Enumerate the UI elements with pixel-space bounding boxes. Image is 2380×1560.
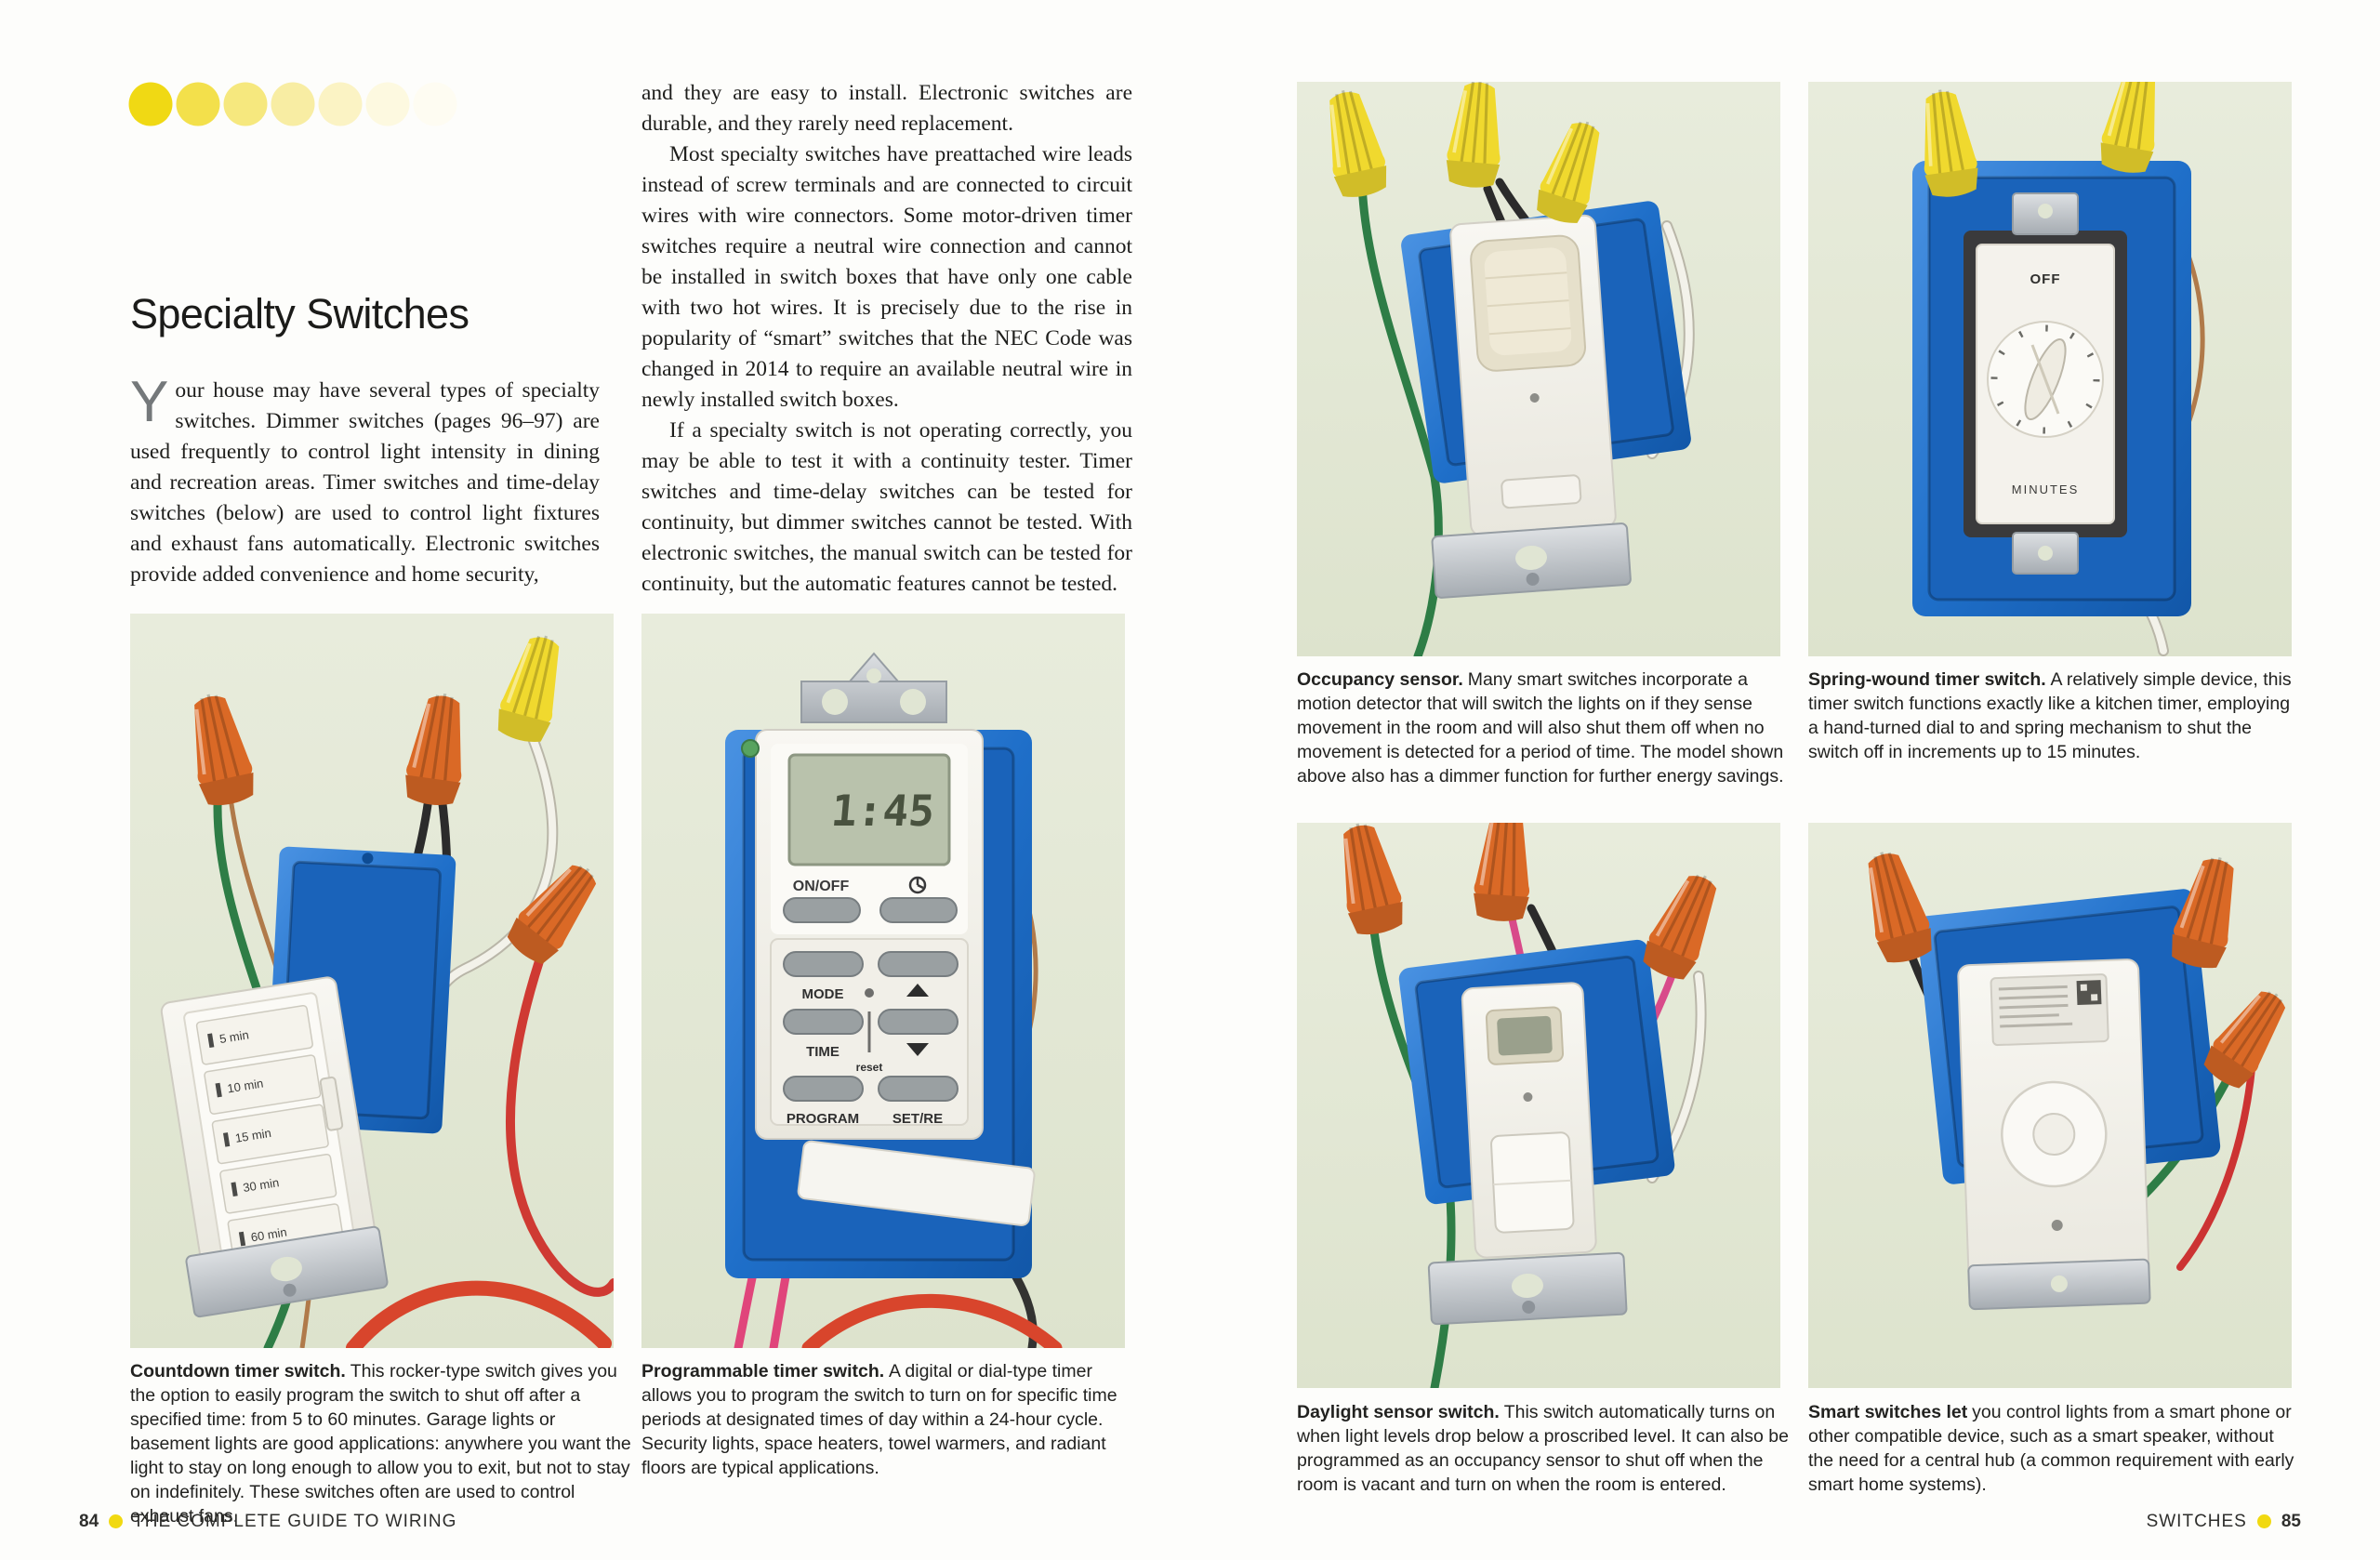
time-label: TIME [806,1044,840,1060]
caption-body: A relatively simple device, this timer s… [1808,669,2292,762]
dot-4 [271,82,315,126]
caption-spring: Spring-wound timer switch.A relatively s… [1808,668,2292,764]
mounting-bracket [1427,1251,1628,1326]
caption-lead: Programmable timer switch. [641,1361,885,1382]
green-ground-wire [1357,170,1443,656]
photo-programmable-timer-switch: 1:45 ON/OFF MODE TIME [641,614,1125,1348]
photo-occupancy-sensor [1297,82,1780,656]
off-label: OFF [2030,271,2061,287]
caption-body: A digital or dial-type timer allows you … [641,1361,1117,1478]
set-review-label: SET/RE [892,1111,943,1127]
red-cable [346,1280,612,1348]
red-wire [505,934,614,1297]
body-paragraph: Most specialty switches have preattached… [641,142,1132,412]
reset-label: reset [856,1061,883,1074]
minutes-label: MINUTES [2012,483,2080,496]
section-title: SWITCHES [2146,1512,2247,1531]
switch-button [1501,474,1582,509]
programmable-timer-device: 1:45 ON/OFF MODE TIME [741,729,1036,1226]
caption-lead: Occupancy sensor. [1297,669,1463,690]
lcd-display [787,753,951,866]
down-arrow-icon [906,1043,929,1056]
photo-smart-switch [1808,823,2292,1388]
up-arrow-icon [906,984,929,997]
flip-door [797,1140,1036,1226]
lcd-time: 1:45 [829,786,936,836]
page-title: Specialty Switches [130,290,469,338]
caption-body: This rocker-type switch gives you the op… [130,1361,631,1527]
occupancy-sensor-device [1449,214,1617,537]
led-indicator [2051,1219,2063,1231]
body-paragraph: and they are easy to install. Electronic… [641,81,1132,136]
caption-lead: Smart switches let [1808,1402,1968,1422]
smart-switch-device [1957,958,2151,1311]
page-number: 85 [2281,1512,2301,1531]
red-wire [2176,1056,2256,1271]
caption-body: This switch automatically turns on when … [1297,1402,1789,1495]
button-label: 5 min [218,1027,250,1046]
photo-spring-wound-timer: OFF MINUTES [1808,82,2292,656]
difficulty-dots [128,82,457,126]
page-number: 84 [79,1512,99,1531]
mounting-strap [800,652,947,723]
caption-lead: Countdown timer switch. [130,1361,346,1382]
red-cable [801,1293,1063,1348]
dot-6 [365,82,410,126]
book-title: THE COMPLETE GUIDE TO WIRING [133,1512,457,1531]
ground-screw [741,739,760,758]
photo-daylight-sensor [1297,823,1780,1388]
intro-text: our house may have several types of spec… [130,378,600,587]
right-footer: SWITCHES 85 [2147,1512,2301,1532]
dot-5 [318,82,363,126]
dial-button [2032,1113,2076,1157]
drop-cap: Y [130,370,169,434]
body-column: and they are easy to install. Electronic… [641,78,1132,600]
footer-dot-icon [109,1514,124,1528]
led-indicator [1523,1092,1533,1103]
button-label: 30 min [242,1175,280,1195]
led-indicator [1529,392,1540,403]
on-off-label: ON/OFF [793,879,850,894]
dot-1 [128,82,173,126]
caption-daylight: Daylight sensor switch.This switch autom… [1297,1400,1806,1497]
daylight-sensor-device [1461,982,1597,1259]
caption-body: you control lights from a smart phone or… [1808,1402,2294,1495]
photo-countdown-timer-switch: 5 min 10 min 15 min 30 min 60 min [130,614,614,1348]
body-paragraph: If a specialty switch is not operating c… [641,418,1132,596]
button-label: 60 min [250,1225,288,1245]
light-button [879,897,958,923]
caption-body: Many smart switches incorporate a motion… [1297,669,1784,787]
left-footer: 84 THE COMPLETE GUIDE TO WIRING [79,1512,456,1532]
button-label: 15 min [234,1126,272,1145]
spring-timer-device: OFF MINUTES [1964,192,2127,575]
qr-code-icon [2076,980,2102,1006]
timer-icon [908,876,927,894]
dot-2 [176,82,220,126]
on-off-button [783,897,861,923]
dot-7 [413,82,457,126]
caption-lead: Daylight sensor switch. [1297,1402,1500,1422]
caption-occupancy: Occupancy sensor.Many smart switches inc… [1297,668,1806,788]
caption-lead: Spring-wound timer switch. [1808,669,2046,690]
program-label: PROGRAM [787,1111,859,1127]
mode-label: MODE [802,986,844,1002]
mounting-bracket [1431,522,1633,600]
footer-dot-icon [2256,1514,2271,1528]
caption-countdown: Countdown timer switch.This rocker-type … [130,1359,640,1528]
side-slider [319,1076,344,1131]
caption-programmable: Programmable timer switch.A digital or d… [641,1359,1134,1480]
button-label: 10 min [226,1077,264,1096]
dot-3 [223,82,268,126]
